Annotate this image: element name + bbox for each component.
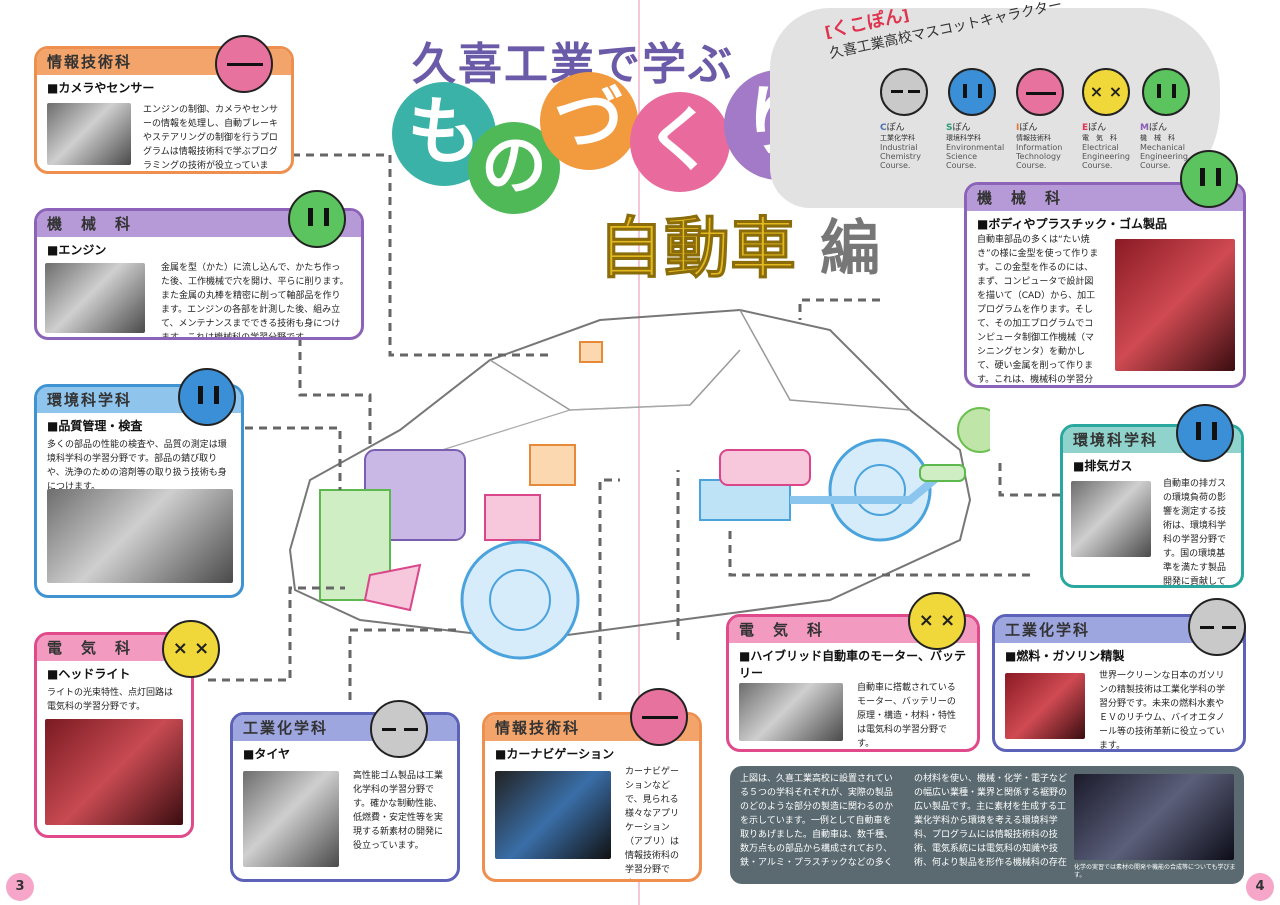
mascot-i-en: Information Technology Course.: [1016, 143, 1063, 170]
mascot-i-dept: 情報技術科: [1016, 134, 1051, 142]
mascot-env-2: [1176, 404, 1234, 462]
card-info-camera: 情報技術科 ■カメラやセンサー エンジンの制御、カメラやセンサーの情報を処理し、…: [34, 46, 294, 174]
page-fold: [638, 0, 640, 905]
mascot-c: [880, 68, 928, 116]
card-body: 自動車の排ガスの環境負荷の影響を測定する技術は、環境科学科の学習分野です。国の環…: [1163, 479, 1227, 587]
car-illustration: [288, 308, 990, 660]
mascot-c-suffix: ぽん: [886, 123, 905, 133]
card-body: 高性能ゴム製品は工業化学科の学習分野です。確かな制動性能、低燃費・安定性等を実現…: [353, 771, 444, 851]
mascot-i-suffix: ぽん: [1019, 123, 1038, 133]
mascot-chem-1: [370, 700, 428, 758]
mascot-m-code: M: [1140, 123, 1149, 133]
card-photo: [47, 103, 131, 165]
mascot-mech-1: [288, 190, 346, 248]
mascot-chem-2: [1188, 598, 1246, 656]
card-sub: ■カメラやセンサー: [47, 81, 155, 95]
card-photo: [1005, 673, 1085, 739]
title-line3-car: 自動車: [598, 210, 797, 288]
card-body: カーナビゲーションなどで、見られる様々なアプリケーション（アプリ）は情報技術科の…: [625, 767, 680, 875]
card-body: 自動車に搭載されているモーター、バッテリーの原理・構造・材料・特性は電気科の学習…: [857, 683, 957, 749]
summary-text: 上図は、久喜工業高校に設置されている５つの学科それぞれが、実際の製品のどのような…: [740, 774, 1068, 868]
card-elec-headlight: 電 気 科 ■ヘッドライト ライトの光束特性、点灯回路は電気科の学習分野です。: [34, 632, 194, 838]
card-body: 金属を型（かた）に流し込んで、かたち作った後、工作機械で穴を開け、平らに削ります…: [161, 263, 349, 340]
card-sub: ■タイヤ: [243, 747, 290, 761]
page-number-right: 4: [1246, 873, 1274, 901]
card-body: 多くの部品の性能の検査や、品質の測定は環境科学科の学習分野です。部品の錆び取りや…: [47, 440, 227, 492]
card-body: 自動車部品の多くは“たい焼き”の様に金型を使って作ります。この金型を作るのには、…: [977, 235, 1099, 385]
card-photo: [739, 683, 843, 741]
card-sub: ■ヘッドライト: [47, 667, 131, 681]
mascot-i: [1016, 68, 1064, 116]
card-sub: ■エンジン: [47, 243, 107, 257]
card-photo: [495, 771, 611, 859]
mascot-m-suffix: ぽん: [1148, 123, 1167, 133]
mascot-c-en: Industrial Chemistry Course.: [880, 143, 921, 170]
mascot-s-code: S: [946, 123, 953, 133]
card-photo: [45, 263, 145, 333]
mascot-row: Cぽん 工業化学科 Industrial Chemistry Course. S…: [870, 62, 1200, 172]
mascot-info-1: [215, 35, 273, 93]
mascot-info-2: [630, 688, 688, 746]
mascot-s-dept: 環境科学科: [946, 134, 981, 142]
mascot-m-dept: 機 械 科: [1140, 134, 1175, 142]
mascot-elec-1: × ×: [162, 620, 220, 678]
mascot-e-suffix: ぽん: [1088, 123, 1107, 133]
mascot-s-suffix: ぽん: [952, 123, 971, 133]
summary-box: 上図は、久喜工業高校に設置されている５つの学科それぞれが、実際の製品のどのような…: [730, 766, 1244, 884]
card-env-exhaust: 環境科学科 ■排気ガス 自動車の排ガスの環境負荷の影響を測定する技術は、環境科学…: [1060, 424, 1244, 588]
card-photo: [1115, 239, 1235, 371]
card-photo: [1071, 481, 1151, 557]
card-body: ライトの光束特性、点灯回路は電気科の学習分野です。: [47, 688, 174, 712]
mascot-m: [1142, 68, 1190, 116]
mascot-e-code: E: [1082, 123, 1089, 133]
mascot-m-en: Mechanical Engineering Course.: [1140, 143, 1188, 170]
card-body: 世界一クリーンな日本のガソリンの精製技術は工業化学科の学習分野です。未来の燃料水…: [1099, 671, 1226, 751]
card-sub: ■カーナビゲーション: [495, 747, 615, 761]
mascot-e: × ×: [1082, 68, 1130, 116]
title-line3-hen: 編: [820, 214, 880, 284]
mascot-cloud: [770, 8, 1220, 208]
mascot-mech-2: [1180, 150, 1238, 208]
title-bubble-no: の: [468, 122, 560, 214]
mascot-e-en: Electrical Engineering Course.: [1082, 143, 1130, 170]
mascot-env-1: [178, 368, 236, 426]
card-body: エンジンの制御、カメラやセンサーの情報を処理し、自動ブレーキやステアリングの制御…: [143, 105, 279, 171]
card-sub: ■燃料・ガソリン精製: [1005, 649, 1125, 663]
mascot-i-code: I: [1016, 123, 1020, 133]
card-photo: [45, 719, 183, 825]
card-photo: [47, 489, 233, 583]
mascot-c-code: C: [880, 123, 887, 133]
page-number-left: 3: [6, 873, 34, 901]
title-bubble-zu: づ: [540, 72, 638, 170]
summary-photo: [1074, 774, 1234, 860]
card-sub: ■ハイブリッド自動車のモーター、バッテリー: [739, 649, 966, 680]
mascot-elec-2: × ×: [908, 592, 966, 650]
card-mech-body: 機 械 科 ■ボディやプラスチック・ゴム製品 自動車部品の多くは“たい焼き”の様…: [964, 182, 1246, 388]
title-bubble-ku: く: [630, 92, 730, 192]
card-sub: ■ボディやプラスチック・ゴム製品: [977, 217, 1168, 231]
summary-caption: 化学の実習では素材の開発や機能の合成等についても学びます。: [1074, 864, 1236, 879]
mascot-s: [948, 68, 996, 116]
card-photo: [243, 771, 339, 867]
card-sub: ■品質管理・検査: [47, 419, 143, 433]
mascot-s-en: Environmental Science Course.: [946, 143, 1005, 170]
mascot-e-dept: 電 気 科: [1082, 134, 1117, 142]
card-sub: ■排気ガス: [1073, 459, 1133, 473]
mascot-c-dept: 工業化学科: [880, 134, 915, 142]
